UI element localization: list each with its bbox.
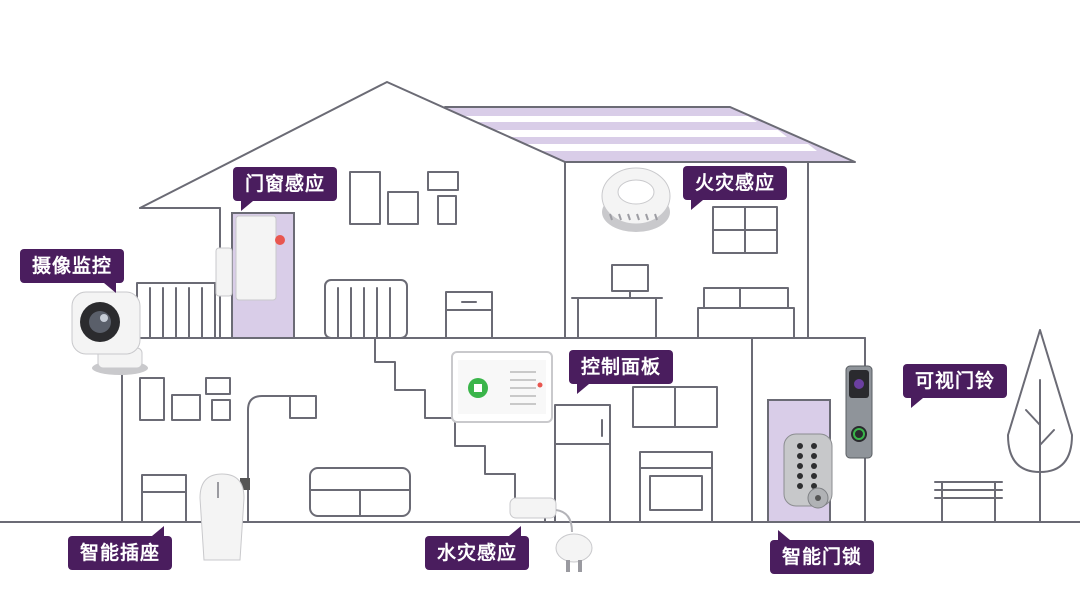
smart-plug-icon <box>199 473 250 561</box>
security-camera-icon <box>71 291 148 375</box>
label-camera-monitor: 摄像监控 <box>20 249 125 293</box>
water-sensor-icon <box>509 497 593 572</box>
label-smart-plug: 智能插座 <box>68 526 173 570</box>
video-doorbell-icon <box>845 365 873 459</box>
control-panel-icon <box>451 351 553 423</box>
roof-stripe <box>475 130 787 137</box>
right-roof <box>444 106 856 163</box>
label-fire-sensor: 火灾感应 <box>683 166 788 210</box>
keypad-lock-icon <box>783 433 833 509</box>
label-control-panel: 控制面板 <box>569 350 674 394</box>
label-door-window-sensor: 门窗感应 <box>233 167 338 211</box>
label-water-sensor: 水灾感应 <box>425 526 530 570</box>
label-video-doorbell: 可视门铃 <box>903 364 1008 408</box>
roof-stripe <box>452 116 757 122</box>
smoke-detector-icon <box>601 167 671 232</box>
label-smart-lock: 智能门锁 <box>770 530 875 574</box>
left-roof <box>139 81 566 209</box>
door-sensor-icon <box>215 215 285 301</box>
roof-stripe <box>500 144 817 151</box>
